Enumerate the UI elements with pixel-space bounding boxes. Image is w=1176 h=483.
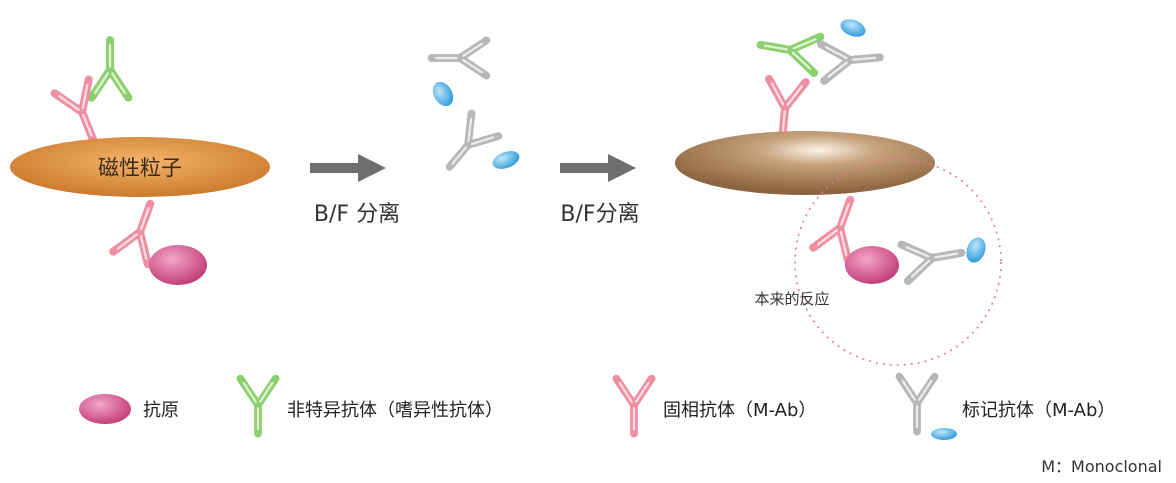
labeled-antibody-icon xyxy=(902,235,965,281)
label-tag-icon xyxy=(966,237,986,263)
legend-label: 固相抗体（M-Ab） xyxy=(663,400,816,421)
footnote: M：Monoclonal xyxy=(1041,457,1162,476)
solid-phase-antibody-icon xyxy=(764,79,806,139)
panel-free-labeled-antibodies xyxy=(429,40,520,178)
labeled-antibody-icon xyxy=(431,40,486,75)
separation-arrow xyxy=(560,154,636,182)
panel-after-separation: 本来的反应 xyxy=(675,19,1002,366)
separation-label-1: B/F 分离 xyxy=(314,202,400,227)
label-tag-icon xyxy=(492,151,520,169)
antigen-icon xyxy=(79,394,131,424)
separation-label-2: B/F分离 xyxy=(560,202,639,227)
separation-arrow xyxy=(310,154,386,182)
labeled-antibody-icon xyxy=(821,39,881,81)
legend-label: 标记抗体（M-Ab） xyxy=(962,400,1115,421)
nonspecific-antibody-icon xyxy=(757,27,820,73)
legend-item-nonspecific-antibody: 非特异抗体（嗜异性抗体） xyxy=(240,379,503,434)
legend-label: 抗原 xyxy=(143,400,179,421)
label-tag-icon xyxy=(432,81,454,107)
nonspecific-antibody-icon xyxy=(92,40,129,97)
legend-item-labeled-antibody: 标记抗体（M-Ab） xyxy=(899,377,1115,440)
solid-phase-antibody-icon xyxy=(55,80,111,147)
legend: 抗原 非特异抗体（嗜异性抗体） 固相抗体（M-Ab） 标记抗体（M-Ab） xyxy=(79,377,1115,440)
labeled-antibody-icon xyxy=(899,377,934,432)
label-tag-icon xyxy=(840,19,866,37)
label-tag-icon xyxy=(931,428,957,440)
solid-phase-antibody-icon xyxy=(616,379,651,434)
labeled-antibody-icon xyxy=(436,113,498,178)
reaction-highlight-circle xyxy=(794,158,1002,366)
panel-before-separation: 磁性粒子 xyxy=(10,40,270,285)
magnetic-particle-used xyxy=(675,131,935,195)
reaction-note: 本来的反应 xyxy=(754,290,829,308)
legend-item-solid-phase-antibody: 固相抗体（M-Ab） xyxy=(616,379,816,434)
antigen-icon xyxy=(845,246,899,284)
antigen-icon xyxy=(149,245,207,285)
legend-label: 非特异抗体（嗜异性抗体） xyxy=(287,400,503,421)
magnetic-particle xyxy=(10,137,270,197)
particle-label: 磁性粒子 xyxy=(98,156,182,180)
legend-item-antigen: 抗原 xyxy=(79,394,179,424)
nonspecific-antibody-icon xyxy=(240,379,275,434)
